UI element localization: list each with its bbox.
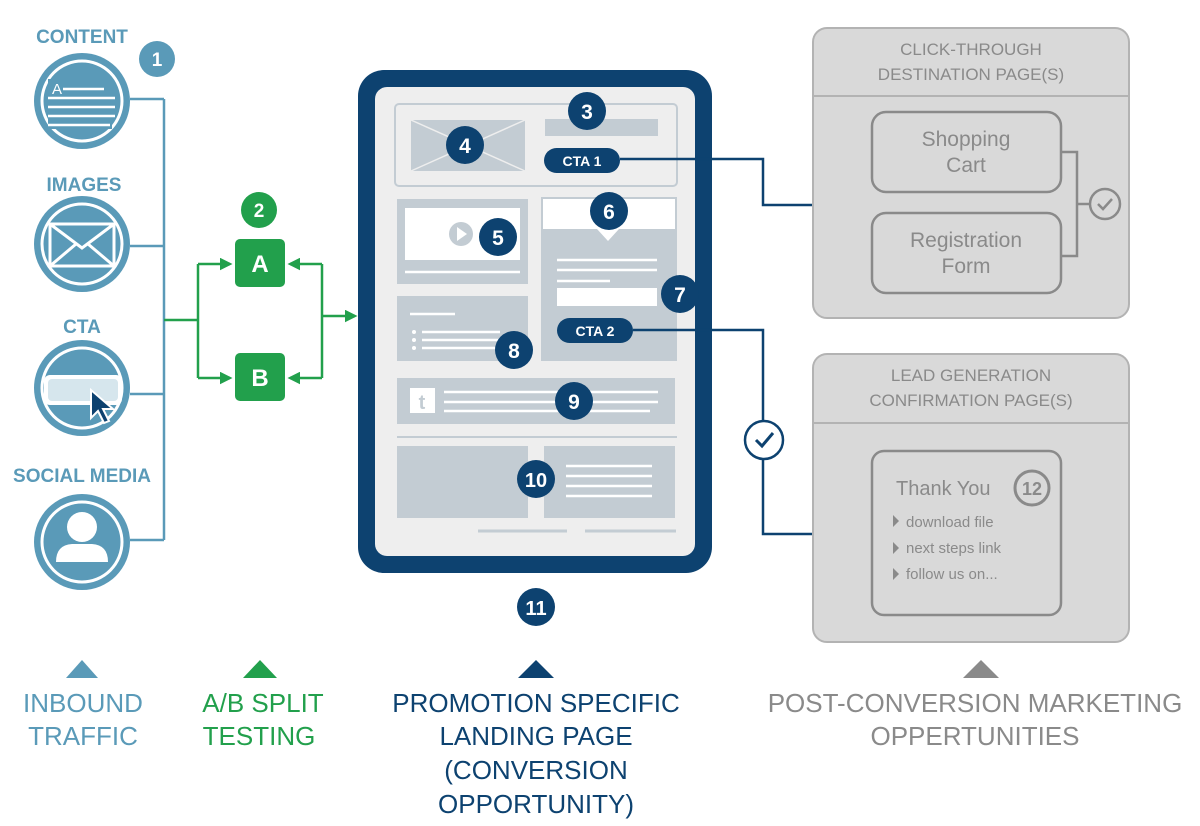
- ab-connectors: [164, 257, 358, 385]
- split-caption: A/B SPLIT TESTING: [202, 660, 324, 751]
- svg-text:OPPORTUNITY): OPPORTUNITY): [438, 789, 634, 819]
- svg-text:5: 5: [492, 227, 504, 250]
- svg-text:POST-CONVERSION MARKETING: POST-CONVERSION MARKETING: [768, 688, 1183, 718]
- svg-text:3: 3: [581, 101, 593, 124]
- inbound-label-images: IMAGES: [47, 175, 122, 196]
- svg-text:2: 2: [254, 201, 265, 222]
- triangle-up-icon: [243, 660, 277, 678]
- svg-text:6: 6: [603, 201, 615, 224]
- thank-you-item-1: download file: [906, 514, 994, 531]
- cta-2-button[interactable]: CTA 2: [557, 318, 633, 343]
- image-icon: [34, 196, 130, 292]
- step-badge-7: 7: [661, 275, 699, 313]
- svg-text:CTA 2: CTA 2: [576, 323, 615, 339]
- thank-you-item-2: next steps link: [906, 540, 1002, 557]
- cta-1-button[interactable]: CTA 1: [544, 148, 620, 173]
- svg-text:12: 12: [1022, 479, 1042, 499]
- svg-text:Cart: Cart: [946, 154, 986, 177]
- thank-you-page-box: Thank You 12 download file next steps li…: [870, 449, 1063, 617]
- svg-text:OPPERTUNITIES: OPPERTUNITIES: [870, 721, 1079, 751]
- clickthrough-title-line1: CLICK-THROUGH: [900, 40, 1042, 59]
- triangle-bullet-icon: [893, 542, 899, 554]
- svg-text:7: 7: [674, 284, 686, 307]
- clickthrough-title-line2: DESTINATION PAGE(S): [878, 65, 1064, 84]
- svg-text:t: t: [419, 392, 426, 414]
- svg-text:CTA 1: CTA 1: [563, 153, 602, 169]
- checkmark-icon: [1088, 187, 1122, 221]
- step-badge-2: 2: [241, 192, 277, 228]
- triangle-up-icon: [66, 660, 98, 678]
- svg-text:Registration: Registration: [910, 229, 1022, 252]
- svg-text:TRAFFIC: TRAFFIC: [28, 721, 138, 751]
- svg-text:Form: Form: [942, 255, 991, 278]
- svg-text:10: 10: [525, 470, 547, 492]
- svg-text:A/B SPLIT: A/B SPLIT: [202, 688, 323, 718]
- svg-text:A: A: [251, 251, 268, 278]
- svg-text:8: 8: [508, 340, 520, 363]
- inbound-traffic-column: CONTENT 1 A IMAGES CTA: [13, 27, 175, 590]
- step-badge-1: 1: [139, 41, 175, 77]
- step-badge-9: 9: [555, 382, 593, 420]
- step-badge-4: 4: [446, 126, 484, 164]
- leadgen-title-line1: LEAD GENERATION: [891, 366, 1051, 385]
- registration-form-box: Registration Form: [870, 211, 1063, 295]
- svg-text:4: 4: [459, 135, 471, 158]
- svg-text:A: A: [52, 81, 62, 98]
- clickthrough-bracket: [1061, 150, 1090, 258]
- svg-text:TESTING: TESTING: [203, 721, 316, 751]
- social-block: t: [397, 378, 675, 424]
- shopping-cart-box: Shopping Cart: [870, 110, 1063, 194]
- svg-text:9: 9: [568, 391, 580, 414]
- clickthrough-panel: CLICK-THROUGH DESTINATION PAGE(S) Shoppi…: [812, 27, 1130, 319]
- step-badge-12: 12: [1013, 469, 1051, 507]
- ab-split-column: 2 A B: [164, 192, 358, 401]
- leadgen-panel: LEAD GENERATION CONFIRMATION PAGE(S) Tha…: [812, 353, 1130, 643]
- inbound-label-content: CONTENT: [36, 27, 128, 48]
- triangle-up-icon: [963, 660, 999, 678]
- cursor-icon: [34, 340, 130, 436]
- triangle-up-icon: [518, 660, 554, 678]
- step-badge-5: 5: [479, 218, 517, 256]
- variant-a-box: A: [235, 239, 285, 287]
- triangle-bullet-icon: [893, 568, 899, 580]
- post-caption: POST-CONVERSION MARKETING OPPERTUNITIES: [768, 660, 1183, 751]
- thank-you-item-3: follow us on...: [906, 566, 998, 583]
- document-icon: A: [34, 53, 130, 149]
- inbound-caption: INBOUND TRAFFIC: [23, 660, 143, 751]
- step-badge-11: 11: [517, 588, 555, 626]
- svg-text:LANDING PAGE: LANDING PAGE: [439, 721, 632, 751]
- svg-text:1: 1: [152, 50, 163, 71]
- variant-b-box: B: [235, 353, 285, 401]
- checkmark-icon: [743, 419, 785, 461]
- svg-text:B: B: [251, 365, 268, 392]
- svg-text:Shopping: Shopping: [922, 128, 1011, 151]
- leadgen-title-line2: CONFIRMATION PAGE(S): [869, 391, 1072, 410]
- svg-text:INBOUND: INBOUND: [23, 688, 143, 718]
- inbound-label-social-media: SOCIAL MEDIA: [13, 466, 151, 487]
- inbound-label-cta: CTA: [63, 317, 101, 338]
- step-badge-3: 3: [568, 92, 606, 130]
- step-badge-10: 10: [517, 460, 555, 498]
- step-badge-6: 6: [590, 192, 628, 230]
- landing-page-tablet: CTA 1 CTA 2: [358, 70, 712, 573]
- svg-text:PROMOTION SPECIFIC: PROMOTION SPECIFIC: [392, 688, 679, 718]
- thank-you-heading: Thank You: [896, 478, 991, 500]
- landing-caption: PROMOTION SPECIFIC LANDING PAGE (CONVERS…: [392, 660, 680, 819]
- user-icon: [34, 494, 130, 590]
- svg-text:11: 11: [525, 598, 546, 620]
- triangle-bullet-icon: [893, 515, 899, 527]
- svg-text:(CONVERSION: (CONVERSION: [444, 755, 627, 785]
- step-badge-8: 8: [495, 331, 533, 369]
- footer-blocks: [397, 446, 676, 533]
